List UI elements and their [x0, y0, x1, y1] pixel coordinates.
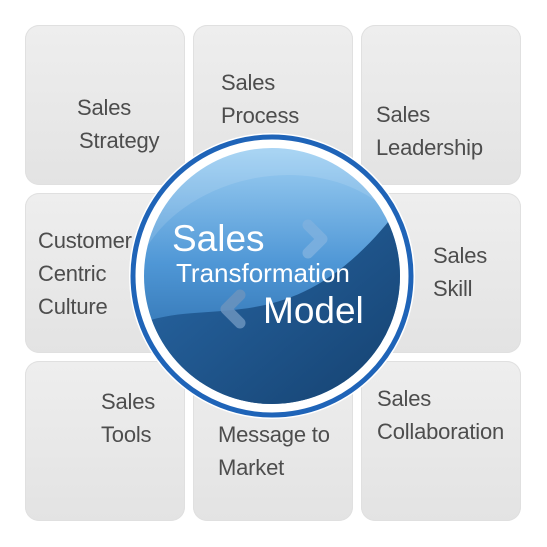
- tile-label-line: Leadership: [376, 135, 483, 160]
- tile-label-line: Customer: [38, 228, 132, 253]
- tile-label: Message to Market: [218, 418, 330, 484]
- tile-label-line: Sales: [77, 95, 132, 120]
- tile-sales-tools: Sales Tools: [25, 361, 185, 521]
- center-title-line3: Model: [263, 290, 364, 331]
- tile-label-line: Culture: [38, 294, 108, 319]
- tile-sales-strategy: Sales Strategy: [25, 25, 185, 185]
- tile-label-line: Process: [221, 103, 300, 128]
- tile-label-line: Sales: [433, 243, 488, 268]
- tile-label: Sales Process: [221, 66, 299, 132]
- disc-wave: [144, 207, 400, 404]
- tile-label-line: Sales: [376, 102, 431, 127]
- center-title-line2: Transformation: [176, 258, 350, 288]
- tile-label-line: Strategy: [79, 128, 160, 153]
- tile-label-line: Tools: [101, 422, 152, 447]
- tile-label-line: Sales: [101, 389, 156, 414]
- tile-label-line: Market: [218, 455, 285, 480]
- tile-label: Sales Tools: [101, 385, 155, 451]
- tile-label-line: Skill: [433, 276, 473, 301]
- center-model-disc: Sales Transformation Model: [128, 132, 416, 420]
- tile-sales-leadership: Sales Leadership: [361, 25, 521, 185]
- tile-label-line: Centric: [38, 261, 107, 286]
- tile-label: Sales Collaboration: [377, 382, 504, 448]
- tile-label-line: Collaboration: [377, 419, 505, 444]
- chevron-left-icon: [220, 289, 246, 329]
- tile-label: Sales Skill: [433, 239, 487, 305]
- tile-label-line: Sales: [221, 70, 276, 95]
- tile-label: Sales Leadership: [376, 98, 483, 164]
- disc-ring: [130, 134, 414, 418]
- tile-label: Customer Centric Culture: [38, 224, 132, 323]
- tile-label: Sales Strategy: [77, 91, 160, 157]
- chevron-right-icon: [302, 219, 328, 259]
- tile-sales-collaboration: Sales Collaboration: [361, 361, 521, 521]
- tile-label-line: Message to: [218, 422, 330, 447]
- center-title-line1: Sales: [172, 218, 265, 259]
- center-disc-graphic: [129, 133, 415, 419]
- tile-label-line: Sales: [377, 386, 432, 411]
